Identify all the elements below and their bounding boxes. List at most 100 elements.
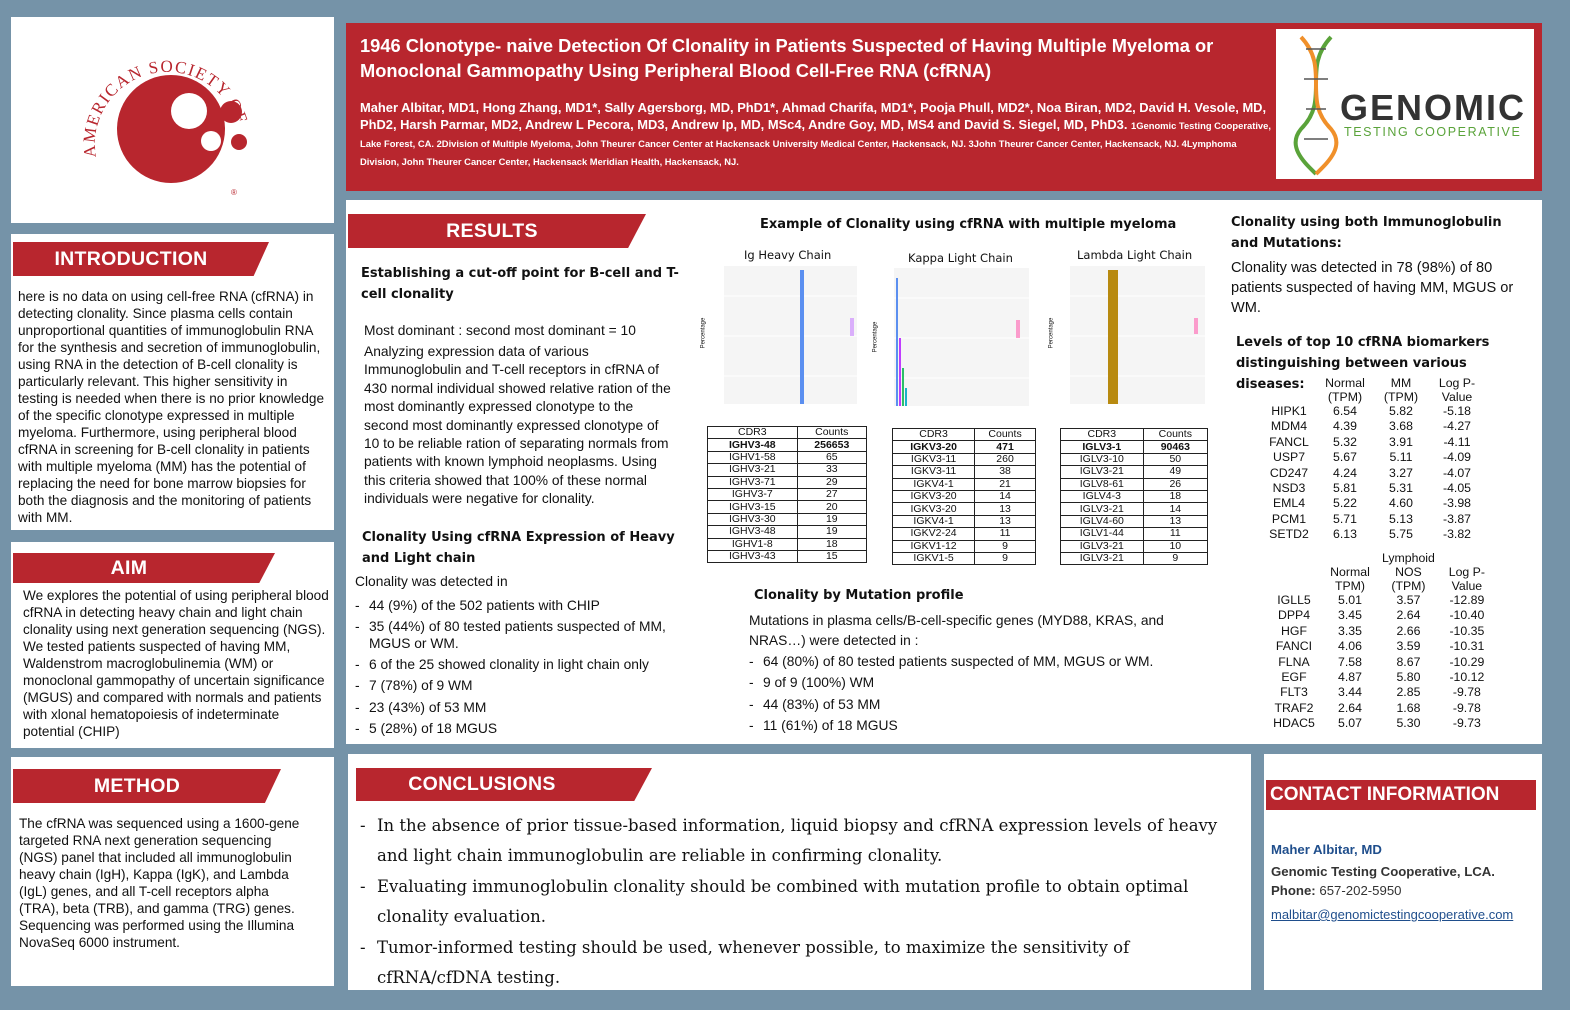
- chart-title: Kappa Light Chain: [908, 251, 1013, 265]
- table-cell: IGLV4-3: [1060, 489, 1144, 504]
- table-cell: 471: [974, 440, 1036, 454]
- mutation-list: 64 (80%) of 80 tested patients suspected…: [749, 651, 1189, 736]
- table-cell: -4.11: [1443, 434, 1471, 449]
- table-cell: IGKV3-20: [891, 502, 976, 516]
- example-title: Example of Clonality using cfRNA with mu…: [760, 217, 1177, 232]
- table-cell: 5.22: [1333, 496, 1357, 511]
- table-cell: IGHV3-43: [707, 549, 798, 564]
- expression-heading: Clonality Using cfRNA Expression of Heav…: [362, 530, 675, 566]
- table-cell: 4.60: [1389, 496, 1413, 511]
- table-cell: 10: [1142, 539, 1209, 553]
- table-cell: IGKV1-12: [891, 539, 976, 553]
- chart-kappa: Kappa Light Chain Percentage: [872, 248, 1036, 418]
- table-cell: -3.82: [1442, 527, 1472, 542]
- table-cell: 2.66: [1396, 623, 1421, 638]
- table-cell: 26: [1142, 477, 1209, 491]
- both-text: Clonality was detected in 78 (98%) of 80…: [1231, 260, 1514, 316]
- list-item: 44 (83%) of 53 MM: [749, 694, 1189, 716]
- table-cell: HDAC5: [1273, 716, 1315, 731]
- table-cell: TRAF2: [1274, 700, 1314, 715]
- chart-heavy: Ig Heavy Chain Percentage: [700, 244, 860, 416]
- table-header-cell: Log P-Value: [1448, 565, 1485, 593]
- chart-plot: [1070, 266, 1205, 404]
- list-item: 7 (78%) of 9 WM: [355, 675, 685, 696]
- gtc-subname: TESTING COOPERATIVE: [1344, 125, 1522, 139]
- table-cell: 4.39: [1333, 419, 1357, 434]
- table-cell: 5.71: [1333, 511, 1357, 526]
- table-cell: -9.78: [1452, 685, 1481, 700]
- table-cell: IGHV3-15: [707, 500, 798, 514]
- aim-heading: AIM: [13, 553, 275, 583]
- table-cell: USP7: [1272, 450, 1306, 465]
- method-panel: METHOD The cfRNA was sequenced using a 1…: [11, 757, 334, 986]
- table-cell: 13: [1142, 514, 1209, 529]
- table-cell: IGLV4-60: [1060, 514, 1144, 529]
- table-cell: 33: [796, 463, 868, 477]
- table-header-cell: MM (TPM): [1383, 376, 1419, 404]
- table-cell: HGF: [1281, 623, 1307, 638]
- table-cell: FANCI: [1275, 639, 1313, 654]
- contact-panel: CONTACT INFORMATION Maher Albitar, MD Ge…: [1264, 754, 1542, 990]
- table-header-cell: Counts: [1142, 427, 1209, 442]
- table-cell: 49: [1142, 465, 1209, 479]
- list-item: 23 (43%) of 53 MM: [355, 697, 685, 718]
- list-item: 44 (9%) of the 502 patients with CHIP: [355, 595, 685, 616]
- chart-lambda: Lambda Light Chain Percentage: [1048, 244, 1208, 416]
- mutation-intro: Mutations in plasma cells/B-cell-specifi…: [749, 613, 1164, 648]
- list-item: 11 (61%) of 18 MGUS: [749, 715, 1189, 737]
- contact-email-link[interactable]: malbitar@genomictestingcooperative.com: [1271, 907, 1514, 922]
- method-heading: METHOD: [13, 769, 281, 803]
- list-item: Evaluating immunoglobulin clonality shou…: [360, 872, 1246, 931]
- table-cell: -10.31: [1449, 639, 1485, 654]
- bar-dominant: [1108, 270, 1118, 404]
- table-cell: IGHV3-48: [707, 525, 798, 539]
- table-cell: 9: [1142, 551, 1209, 566]
- table-cell: IGHV1-8: [707, 537, 798, 551]
- table-cell: IGLV3-21: [1060, 539, 1144, 553]
- table-cell: FANCL: [1269, 434, 1309, 449]
- list-item: 35 (44%) of 80 tested patients suspected…: [355, 618, 685, 652]
- table-cell: 5.30: [1396, 716, 1421, 731]
- table-cell: 20: [796, 500, 868, 514]
- conclusions-panel: CONCLUSIONS In the absence of prior tiss…: [348, 754, 1251, 990]
- table-cell: 50: [1142, 452, 1209, 467]
- table-cell: 3.91: [1389, 434, 1413, 449]
- table-cell: 260: [974, 452, 1036, 467]
- chart-title: Lambda Light Chain: [1077, 248, 1193, 262]
- table-cell: -4.27: [1442, 419, 1472, 434]
- table-cell: IGKV3-11: [891, 452, 976, 467]
- table-cell: DPP4: [1277, 608, 1311, 623]
- expression-intro: Clonality was detected in: [355, 574, 508, 589]
- poster-title: 1946 Clonotype- naive Detection Of Clona…: [360, 35, 1214, 81]
- table-header-cell: Normal TPM): [1330, 565, 1370, 593]
- table-cell: 5.07: [1338, 716, 1362, 731]
- table-cell: 3.27: [1389, 465, 1413, 480]
- ash-logo: AMERICAN SOCIETY OF HEMATOLOGY ®: [3, 2, 252, 197]
- table-cell: 90463: [1142, 440, 1209, 454]
